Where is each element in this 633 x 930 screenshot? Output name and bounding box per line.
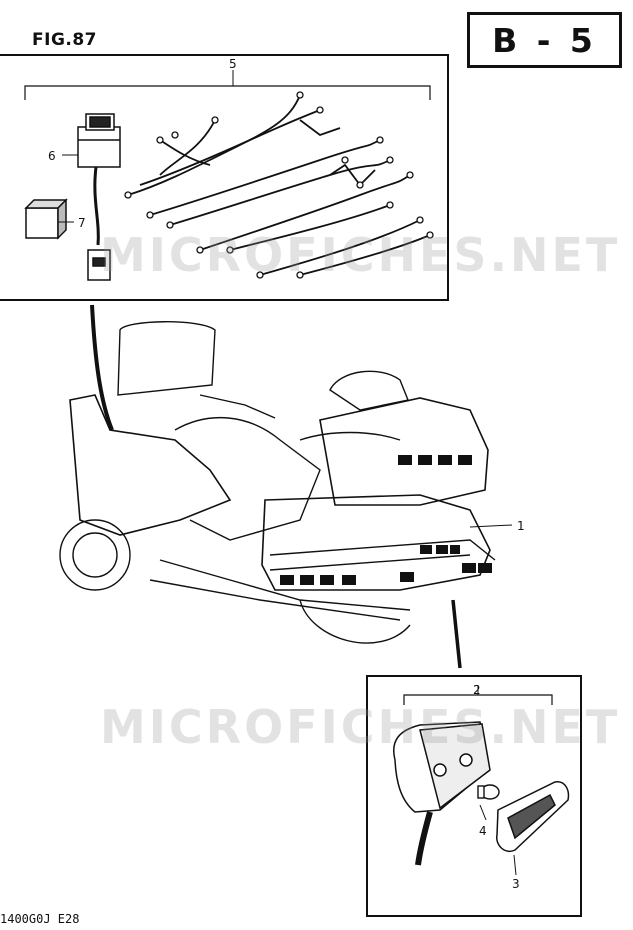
callout-5: 5 [229, 57, 237, 71]
section-code-box: B - 5 [467, 12, 622, 68]
harness-panel [0, 54, 449, 301]
section-code: B - 5 [492, 20, 597, 60]
marker-light-housing [393, 721, 491, 866]
marker-light-detail-box [366, 675, 582, 917]
motorcycle-lights [280, 455, 492, 585]
drawing-code: 1400G0J E28 [0, 912, 80, 926]
lens-part [496, 781, 570, 876]
switch-part [62, 113, 121, 281]
relay-part [24, 198, 74, 240]
wire-harness [127, 94, 431, 276]
callout-4: 4 [479, 824, 487, 838]
wire-connectors [124, 91, 434, 279]
figure-title: FIG.87 [32, 30, 98, 50]
callout-2: 2 [473, 683, 481, 697]
callout-1: 1 [517, 519, 525, 533]
callout-6: 6 [48, 149, 56, 163]
callout-3: 3 [512, 877, 520, 891]
callout-7: 7 [78, 216, 86, 230]
motorcycle-illustration [59, 304, 496, 644]
bulb-part [477, 784, 500, 821]
watermark-bottom: MICROFICHES.NET [100, 700, 621, 754]
watermark-top: MICROFICHES.NET [100, 228, 621, 282]
